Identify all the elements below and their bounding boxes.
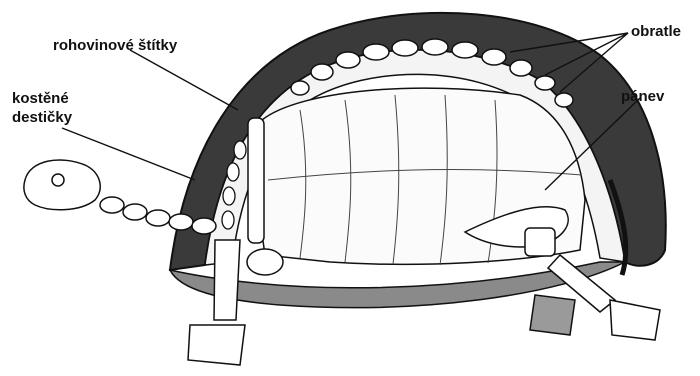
label-scutes: rohovinové štítky — [53, 36, 177, 55]
label-pelvis: pánev — [621, 87, 664, 106]
leader-scutes — [130, 50, 238, 110]
label-vertebrae: obratle — [631, 22, 681, 41]
label-bony-plates-line2: destičky — [12, 108, 72, 127]
label-bony-plates-line1: kostěné — [12, 89, 69, 108]
